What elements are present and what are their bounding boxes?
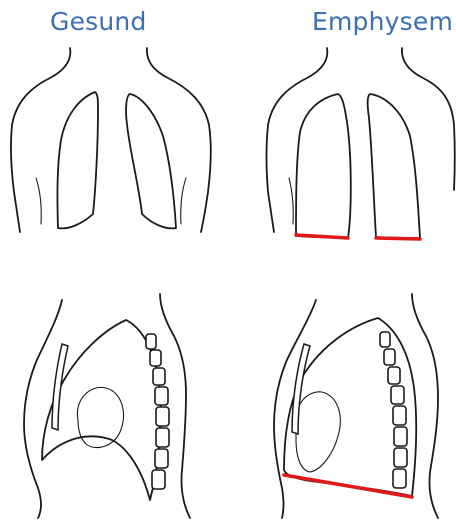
healthy-front-view xyxy=(11,48,211,232)
emphysema-front-lung-right xyxy=(368,94,420,238)
emphysema-front-lung-left xyxy=(296,94,351,238)
emphysema-side-view xyxy=(274,294,438,518)
healthy-front-lung-right xyxy=(126,94,176,228)
healthy-front-arm-crease-left xyxy=(36,178,41,224)
emphysema-front-diaphragm-marker-right xyxy=(376,238,420,239)
healthy-side-lung xyxy=(42,320,161,500)
healthy-side-view xyxy=(24,294,190,518)
healthy-front-lung-left xyxy=(57,92,98,228)
emphysema-front-arm-crease-left xyxy=(289,178,293,224)
emphysema-front-view xyxy=(267,48,455,239)
healthy-front-arm-crease-right xyxy=(181,178,186,224)
